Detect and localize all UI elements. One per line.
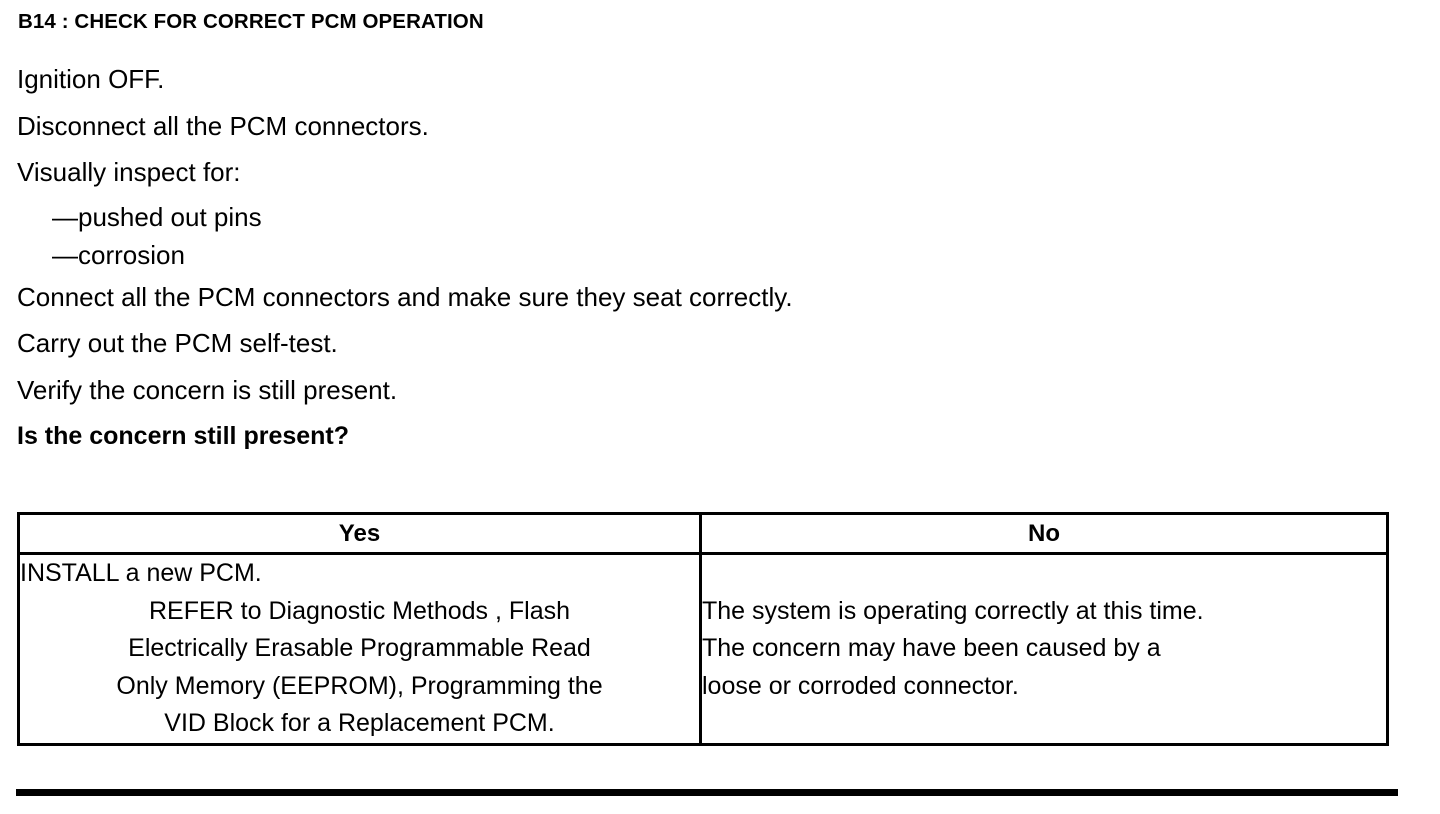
yes-action-line-1: INSTALL a new PCM.	[20, 559, 262, 587]
instruction-line-2: Disconnect all the PCM connectors.	[17, 110, 429, 141]
yes-action-line-4: Only Memory (EEPROM), Programming the	[116, 671, 603, 700]
table-row: INSTALL a new PCM. REFER to Diagnostic M…	[17, 552, 1389, 746]
page-footer-rule	[16, 789, 1398, 796]
yes-action-line-5: VID Block for a Replacement PCM.	[164, 709, 555, 737]
instruction-list: Ignition OFF. Disconnect all the PCM con…	[17, 56, 1397, 460]
table-header-row: Yes No	[17, 512, 1389, 555]
instruction-bullet-corrosion: —corrosion	[52, 239, 185, 270]
decision-question: Is the concern still present?	[17, 422, 350, 450]
instruction-line-6: Verify the concern is still present.	[17, 374, 398, 405]
table-cell-no-action: The system is operating correctly at thi…	[699, 552, 1389, 746]
no-action-line-3: loose or corroded connector.	[702, 671, 1019, 700]
yes-action-line-2: REFER to Diagnostic Methods , Flash	[149, 596, 570, 625]
page-title: B14 : CHECK FOR CORRECT PCM OPERATION	[18, 10, 484, 33]
instruction-line-3: Visually inspect for:	[17, 157, 241, 187]
no-action-line-1: The system is operating correctly at thi…	[702, 596, 1204, 625]
no-action-line-2: The concern may have been caused by a	[702, 634, 1161, 662]
table-header-no: No	[699, 512, 1389, 555]
decision-table: Yes No INSTALL a new PCM. REFER to Diagn…	[17, 512, 1389, 746]
table-header-yes: Yes	[17, 512, 702, 555]
instruction-line-4: Connect all the PCM connectors and make …	[17, 281, 793, 312]
instruction-bullet-pushed-out-pins: —pushed out pins	[52, 201, 262, 232]
table-cell-yes-action: INSTALL a new PCM. REFER to Diagnostic M…	[17, 552, 702, 746]
instruction-line-5: Carry out the PCM self-test.	[17, 328, 338, 358]
instruction-line-1: Ignition OFF.	[17, 64, 165, 94]
yes-action-line-3: Electrically Erasable Programmable Read	[128, 634, 591, 662]
